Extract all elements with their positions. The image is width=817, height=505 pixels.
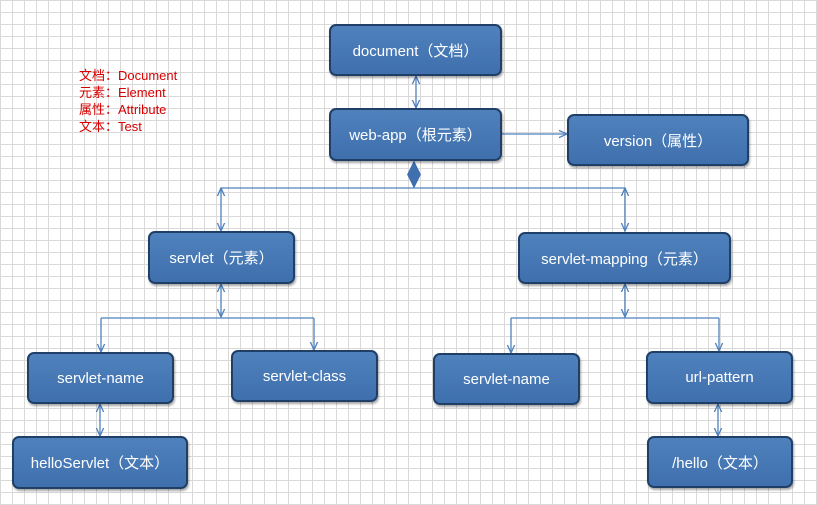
node-url-pattern: url-pattern — [646, 351, 793, 404]
node-web-app: web-app（根元素） — [329, 108, 502, 161]
legend-item-attribute: 属性：Attribute — [79, 102, 167, 117]
node-servlet-mapping: servlet-mapping（元素） — [518, 232, 731, 284]
node-hello-servlet-text: helloServlet（文本） — [12, 436, 188, 489]
legend-item-document: 文档：Document — [79, 68, 178, 83]
legend: 文档：Document 元素：Element 属性：Attribute 文本：T… — [79, 67, 177, 135]
node-version: version（属性） — [567, 114, 749, 166]
node-servlet-name-left: servlet-name — [27, 352, 174, 404]
legend-item-text: 文本：Test — [79, 119, 142, 134]
node-servlet: servlet（元素） — [148, 231, 295, 284]
legend-item-element: 元素：Element — [79, 85, 166, 100]
node-hello-text: /hello（文本） — [647, 436, 793, 488]
node-servlet-class: servlet-class — [231, 350, 378, 402]
node-servlet-name-right: servlet-name — [433, 353, 580, 405]
node-document: document（文档） — [329, 24, 502, 76]
